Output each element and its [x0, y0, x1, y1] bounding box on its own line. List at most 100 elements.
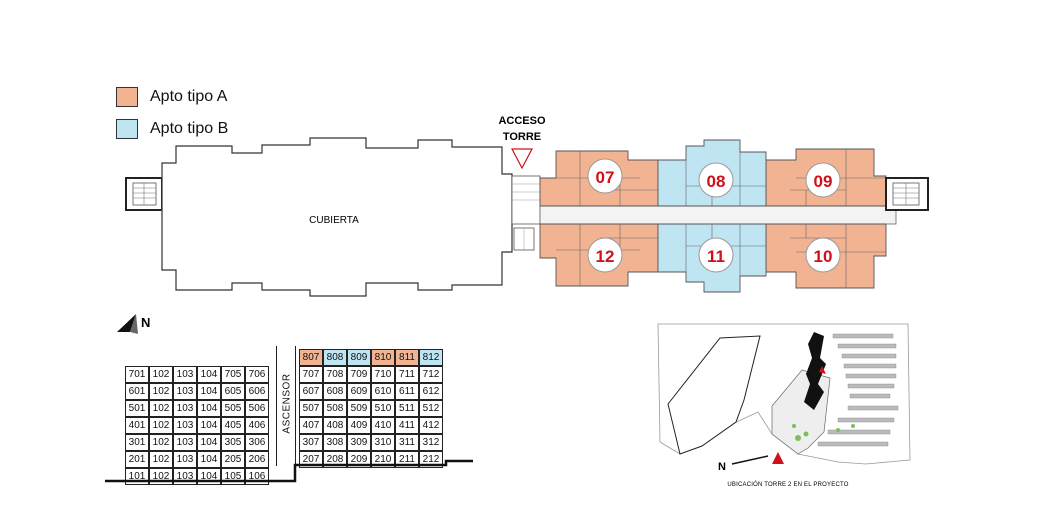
legend-swatch-apto-b — [116, 119, 138, 139]
table-cell-right: 310 — [371, 434, 395, 451]
table-cell-left: 102 — [149, 383, 173, 400]
access-area — [511, 175, 541, 251]
table-cell-right: 612 — [419, 383, 443, 400]
table-cell-right: 309 — [347, 434, 371, 451]
table-cell-top: 807 — [299, 349, 323, 366]
unit-number-07: 07 — [596, 168, 615, 187]
table-cell-left: 102 — [149, 417, 173, 434]
unit-number-08: 08 — [707, 172, 726, 191]
legend-item-apto-a: Apto tipo A — [116, 87, 227, 107]
table-cell-right: 408 — [323, 417, 347, 434]
table-cell-right: 712 — [419, 366, 443, 383]
legend-swatch-apto-a — [116, 87, 138, 107]
roof-outline — [161, 137, 513, 297]
table-cell-top: 808 — [323, 349, 347, 366]
tower-2-footprint — [804, 332, 826, 410]
table-cell-left: 405 — [221, 417, 245, 434]
site-north-label: N — [718, 461, 726, 473]
table-cell-left: 102 — [149, 434, 173, 451]
location-marker-icon — [772, 452, 784, 464]
north-arrow-icon: N — [117, 314, 150, 334]
table-cell-left: 104 — [197, 400, 221, 417]
unit-number-12: 12 — [596, 247, 615, 266]
unit-number-11: 11 — [707, 247, 725, 266]
table-cell-right: 507 — [299, 400, 323, 417]
table-cell-right: 307 — [299, 434, 323, 451]
left-stair-block — [125, 177, 163, 211]
access-label-line1: ACCESO — [498, 115, 546, 127]
table-cell-right: 711 — [395, 366, 419, 383]
table-cell-right: 708 — [323, 366, 347, 383]
floor-plan: CUBIERTA ACCESO TORRE 07 08 09 12 11 10 — [125, 115, 929, 297]
table-cell-top: 812 — [419, 349, 443, 366]
site-plan-caption: UBICACIÓN TORRE 2 EN EL PROYECTO — [727, 481, 848, 488]
site-plan: N UBICACIÓN TORRE 2 EN EL PROYECTO — [657, 323, 911, 488]
table-cell-right: 710 — [371, 366, 395, 383]
table-cell-right: 410 — [371, 417, 395, 434]
table-cell-left: 705 — [221, 366, 245, 383]
table-cell-left: 103 — [173, 417, 197, 434]
roof-label: CUBIERTA — [309, 215, 359, 226]
table-cell-right: 511 — [395, 400, 419, 417]
table-cell-left: 104 — [197, 434, 221, 451]
right-stair-block — [885, 177, 929, 211]
table-cell-left: 406 — [245, 417, 269, 434]
table-cell-left: 103 — [173, 366, 197, 383]
building-outline — [105, 459, 473, 483]
table-cell-left: 401 — [125, 417, 149, 434]
elevator-column: ASCENSOR — [276, 346, 296, 466]
table-cell-left: 701 — [125, 366, 149, 383]
table-cell-left: 104 — [197, 417, 221, 434]
table-cell-right: 607 — [299, 383, 323, 400]
table-cell-top: 811 — [395, 349, 419, 366]
north-label: N — [141, 315, 150, 330]
table-cell-left: 205 — [221, 451, 245, 468]
table-cell-right: 608 — [323, 383, 347, 400]
table-cell-right: 409 — [347, 417, 371, 434]
table-cell-left: 102 — [149, 400, 173, 417]
table-cell-right: 407 — [299, 417, 323, 434]
access-label-line2: TORRE — [503, 131, 541, 143]
unit-badge-07: 07 — [587, 158, 623, 194]
table-cell-left: 306 — [245, 434, 269, 451]
table-cell-right: 412 — [419, 417, 443, 434]
unit-badge-10: 10 — [805, 237, 841, 273]
legend-label-apto-a: Apto tipo A — [150, 88, 228, 105]
table-cell-left: 103 — [173, 451, 197, 468]
table-cell-left: 301 — [125, 434, 149, 451]
unit-badge-09: 09 — [805, 162, 841, 198]
table-cell-right: 411 — [395, 417, 419, 434]
table-cell-left: 206 — [245, 451, 269, 468]
table-cell-left: 102 — [149, 366, 173, 383]
table-cell-top: 809 — [347, 349, 371, 366]
table-cell-top: 810 — [371, 349, 395, 366]
corridor — [539, 205, 897, 225]
legend-label-apto-b: Apto tipo B — [150, 120, 229, 137]
table-cell-right: 508 — [323, 400, 347, 417]
table-cell-left: 605 — [221, 383, 245, 400]
table-cell-left: 506 — [245, 400, 269, 417]
table-cell-left: 104 — [197, 383, 221, 400]
table-cell-right: 707 — [299, 366, 323, 383]
table-cell-right: 611 — [395, 383, 419, 400]
table-cell-left: 601 — [125, 383, 149, 400]
unit-badge-11: 11 — [698, 237, 734, 273]
unit-number-09: 09 — [814, 172, 833, 191]
unit-badge-08: 08 — [698, 162, 734, 198]
table-cell-right: 512 — [419, 400, 443, 417]
legend-item-apto-b: Apto tipo B — [116, 119, 228, 139]
unit-badge-12: 12 — [587, 237, 623, 273]
table-cell-left: 103 — [173, 400, 197, 417]
table-cell-left: 201 — [125, 451, 149, 468]
unit-number-10: 10 — [814, 247, 833, 266]
access-arrow-icon — [511, 148, 533, 170]
table-cell-right: 312 — [419, 434, 443, 451]
table-cell-right: 609 — [347, 383, 371, 400]
table-cell-right: 311 — [395, 434, 419, 451]
table-cell-left: 501 — [125, 400, 149, 417]
table-cell-left: 606 — [245, 383, 269, 400]
table-cell-left: 103 — [173, 434, 197, 451]
table-cell-left: 102 — [149, 451, 173, 468]
table-cell-right: 709 — [347, 366, 371, 383]
table-cell-left: 706 — [245, 366, 269, 383]
